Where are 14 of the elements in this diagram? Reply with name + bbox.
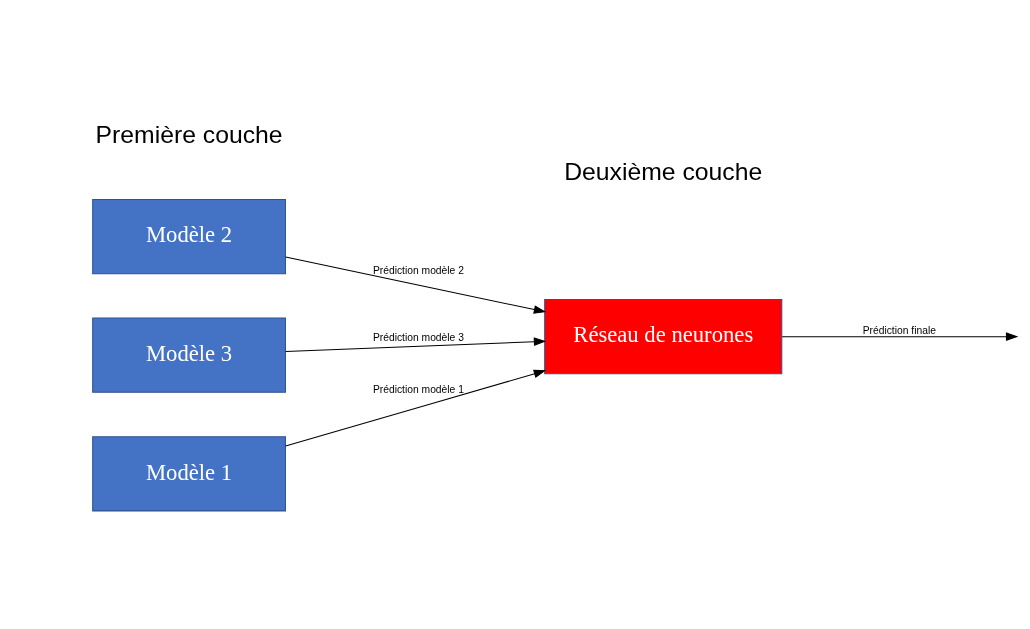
edge-label: Prédiction modèle 2 <box>372 264 464 276</box>
node-box: Modèle 3 <box>92 317 286 393</box>
arrow <box>781 332 1019 341</box>
arrow <box>285 369 547 447</box>
label: Deuxième couche <box>564 158 763 186</box>
node-box: Réseau de neurones <box>544 299 783 375</box>
edge-label: Prédiction modèle 3 <box>372 331 464 343</box>
edge-label: Prédiction finale <box>862 324 936 336</box>
node-box: Modèle 1 <box>92 436 286 512</box>
node-box: Modèle 2 <box>92 199 286 275</box>
edge-label: Prédiction modèle 1 <box>372 384 464 396</box>
label: Première couche <box>95 121 283 149</box>
arrow <box>285 337 547 352</box>
arrow <box>285 256 547 314</box>
